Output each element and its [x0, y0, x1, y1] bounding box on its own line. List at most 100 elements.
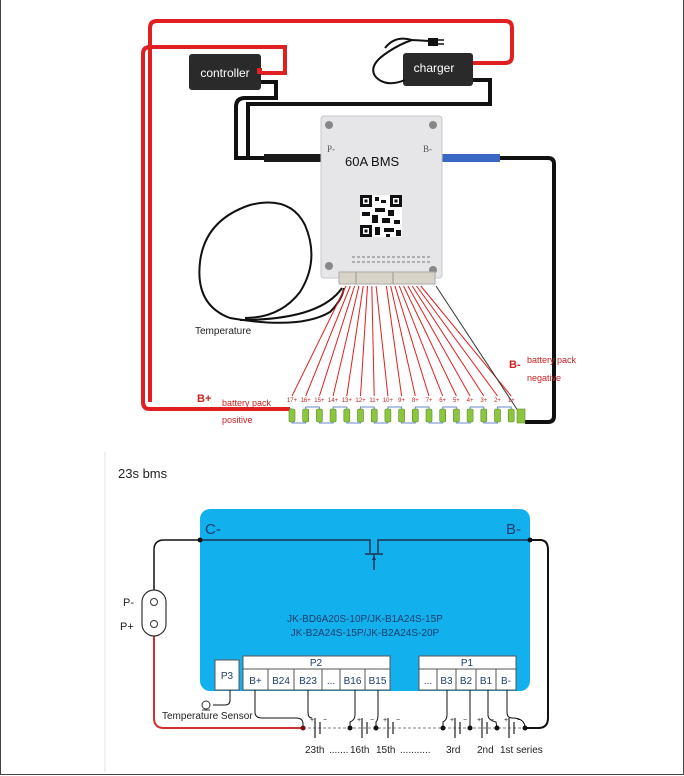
- positive-wire-controller: [141, 45, 290, 411]
- b-plus-desc-1: battery pack: [222, 398, 272, 408]
- c-minus-wire: [153, 539, 200, 592]
- svg-text:+: +: [477, 717, 481, 724]
- svg-text:−: −: [463, 717, 467, 724]
- negative-wire-charger: [246, 78, 492, 158]
- series-node: [300, 725, 306, 731]
- sense-wire: [385, 285, 403, 397]
- charger-cord: [372, 38, 431, 85]
- sense-wire: [371, 285, 375, 397]
- sense-wire: [398, 285, 444, 397]
- model-line-2: JK-B2A24S-15P/JK-B2A24S-20P: [291, 628, 440, 639]
- svg-text:+: +: [310, 717, 314, 724]
- bms-title: 60A BMS: [345, 154, 400, 169]
- cell-label: 13+: [342, 398, 353, 404]
- cell-label: 3+: [480, 398, 487, 404]
- label-2nd: 2nd: [477, 745, 494, 756]
- b-minus-desc-2: negative: [527, 373, 561, 383]
- b-minus-cable: [442, 154, 500, 162]
- p2-label: P2: [310, 658, 323, 669]
- cell-label: 4+: [467, 398, 474, 404]
- cell-link: [373, 422, 389, 424]
- battery-cell: [411, 408, 419, 423]
- c-minus-label: C-: [205, 521, 221, 538]
- svg-text:+: +: [504, 717, 508, 724]
- battery-cells: 17+16+15+14+13+12+11+10+9+8+7+6+5+4+3+2+…: [287, 398, 526, 424]
- cell-link: [305, 406, 320, 409]
- cell-link: [360, 406, 375, 409]
- p2-pin-label: ...: [327, 676, 335, 687]
- sense-wire: [416, 285, 498, 397]
- p1-pin-label: B3: [440, 676, 453, 687]
- svg-text:+: +: [450, 717, 454, 724]
- qr-code-icon: [360, 195, 402, 237]
- cell-link: [318, 422, 334, 424]
- cell-link: [332, 406, 348, 409]
- sense-wire: [360, 285, 368, 397]
- battery-cell: [370, 408, 378, 423]
- cell-label: 5+: [453, 398, 460, 404]
- cell-link: [455, 422, 471, 424]
- label-16th: 16th: [350, 745, 369, 756]
- cell-link: [497, 406, 512, 409]
- cell-link: [414, 406, 430, 409]
- p-minus-cable: [264, 154, 322, 162]
- battery-cell: [439, 408, 447, 423]
- temperature-probe-wire: [198, 201, 345, 324]
- battery-cell: [288, 408, 296, 423]
- bms-board-schematic: [200, 509, 530, 691]
- svg-text:−: −: [396, 717, 400, 724]
- battery-cell: [316, 408, 323, 423]
- sense-wire: [332, 285, 360, 397]
- cell-link: [291, 422, 307, 424]
- p-plus-label: P+: [120, 621, 134, 633]
- series-node: [467, 725, 473, 731]
- sense-wire: [346, 285, 364, 397]
- b-minus-series-wire: [525, 539, 549, 729]
- sense-wire: [291, 285, 347, 397]
- label-23th: 23th: [305, 745, 324, 756]
- cell-label: 15+: [314, 398, 325, 404]
- sense-wire-negative: [435, 285, 525, 421]
- svg-text:−: −: [323, 717, 327, 724]
- svg-text:−: −: [370, 717, 374, 724]
- p2-pin-label: B24: [272, 676, 290, 687]
- p1-pin-label: B-: [501, 676, 511, 687]
- p2-pin-label: B15: [369, 676, 387, 687]
- label-1st-series: 1st series: [500, 745, 543, 756]
- svg-text:−: −: [517, 717, 521, 724]
- battery-cell: [398, 408, 405, 423]
- cell-label: 10+: [383, 398, 394, 404]
- p2-pin-label: B23: [299, 676, 317, 687]
- sense-wire: [407, 285, 471, 397]
- series-node: [440, 725, 446, 731]
- temperature-sensor-icon: [201, 700, 211, 710]
- cell-label: 1+: [508, 398, 515, 404]
- cell-link: [346, 422, 361, 424]
- battery-cell: [384, 408, 392, 423]
- sense-wire: [390, 285, 416, 397]
- sense-wire: [394, 285, 430, 397]
- cell-label: 2+: [494, 398, 501, 404]
- p-connector: [141, 589, 167, 637]
- battery-cell: [302, 408, 310, 423]
- bottom-title: 23s bms: [118, 466, 168, 481]
- battery-cell: [453, 408, 460, 423]
- cell-label: 12+: [355, 398, 366, 404]
- cell-link: [401, 422, 416, 424]
- cell-label: 16+: [301, 398, 312, 404]
- battery-cell: [343, 408, 351, 423]
- sense-wire: [375, 285, 389, 397]
- battery-cell: [357, 408, 364, 423]
- battery-cell: [329, 408, 337, 423]
- b-minus-label: B-: [509, 359, 521, 371]
- cell-link: [442, 406, 457, 409]
- model-line-1: JK-BD6A20S-10P/JK-B1A24S-15P: [287, 614, 443, 625]
- p2-pin-label: B+: [249, 676, 262, 687]
- p1-pin-label: B1: [480, 676, 493, 687]
- svg-text:+: +: [357, 717, 361, 724]
- p1-pin-label: ...: [424, 676, 432, 687]
- cell-label: 17+: [287, 398, 298, 404]
- series-node: [373, 725, 379, 731]
- series-cells: +−+−+−+−+−+−: [300, 717, 528, 738]
